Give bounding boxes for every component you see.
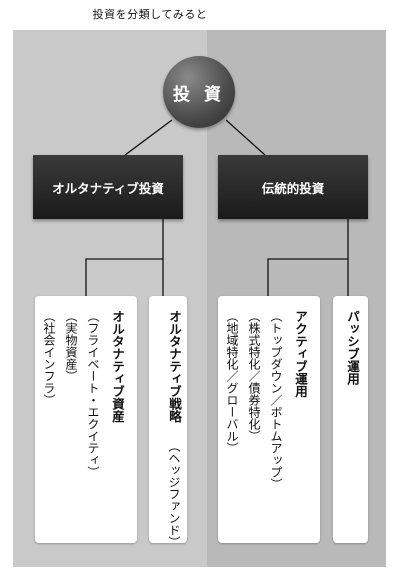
root-node-investment: 投 資 [163,56,235,128]
card-line: （トップダウン／ボトムアップ） [269,310,283,490]
card-line: （実物資産） [64,310,78,382]
card-alternative-strategy: オルタナティブ戦略 （ヘッジファンド） [149,296,187,543]
connector-left-branch [85,219,164,296]
card-alternative-assets: オルタナティブ資産 （フライベート・エクイティ） （実物資産） （社会インフラ） [35,296,137,543]
card-title: オルタナティブ戦略 [167,310,182,423]
card-line: （株式特化／債券特化） [247,310,261,442]
node-traditional-investment: 伝統的投資 [218,155,368,219]
card-title: アクティブ運用 [293,310,308,398]
diagram-caption: 投資を分類してみると [92,8,208,21]
card-title: パッシブ運用 [345,310,360,385]
card-passive-management: パッシブ運用 [333,296,368,543]
connector-root-right [225,119,266,156]
connector-root-left [124,119,173,156]
card-line: （フライベート・エクイティ） [86,310,100,478]
card-line: （社会インフラ） [42,310,56,406]
connector-right-branch [267,219,349,296]
card-line: （地域特化／グローバル） [225,310,239,454]
card-title: オルタナティブ資産 [110,310,125,423]
node-alternative-investment: オルタナティブ投資 [33,155,183,219]
card-active-management: アクティブ運用 （トップダウン／ボトムアップ） （株式特化／債券特化） （地域特… [218,296,320,543]
card-line: （ヘッジファンド） [167,440,181,543]
